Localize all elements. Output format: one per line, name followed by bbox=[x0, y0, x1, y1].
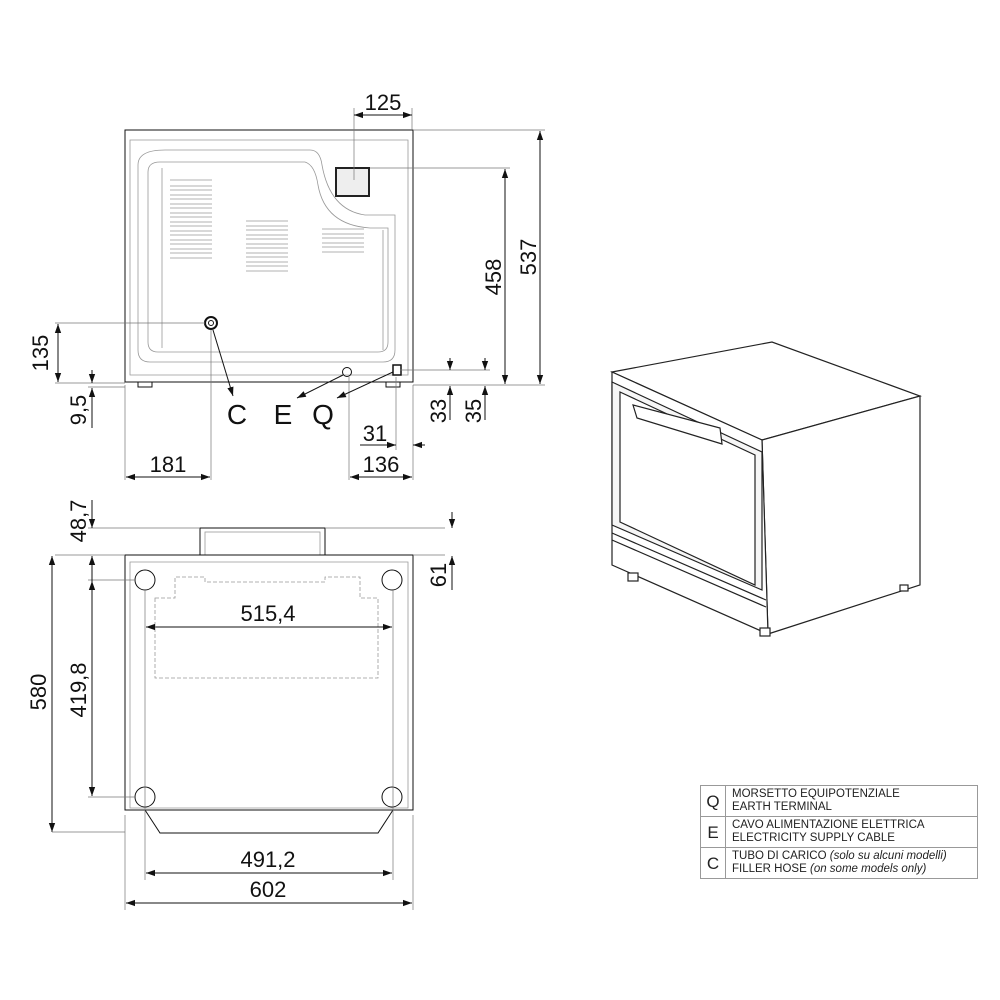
dim-458: 458 bbox=[481, 259, 506, 296]
dim-31: 31 bbox=[363, 421, 387, 446]
legend-key: Q bbox=[700, 785, 726, 817]
legend-key: C bbox=[700, 847, 726, 879]
dim-35: 35 bbox=[461, 399, 486, 423]
callout-q: Q bbox=[312, 399, 334, 430]
dim-491-2: 491,2 bbox=[240, 847, 295, 872]
dim-580: 580 bbox=[26, 674, 51, 711]
legend-text-it: MORSETTO EQUIPOTENZIALE bbox=[732, 788, 900, 800]
dim-9-5: 9,5 bbox=[66, 395, 91, 426]
dim-602: 602 bbox=[250, 877, 287, 902]
dim-48-7: 48,7 bbox=[66, 500, 91, 543]
supply-cable-outlet bbox=[342, 367, 352, 377]
legend-note-it: (solo su alcuni modelli) bbox=[829, 850, 947, 862]
callout-e: E bbox=[274, 399, 293, 430]
bottom-view: 48,7 61 515,4 580 419,8 491,2 602 bbox=[26, 500, 456, 910]
callout-c: C bbox=[227, 399, 247, 430]
legend-note-en: (on some models only) bbox=[809, 863, 927, 875]
filler-hose-connector bbox=[204, 316, 218, 330]
dim-181: 181 bbox=[150, 452, 187, 477]
dim-61: 61 bbox=[426, 563, 451, 587]
vent-slots bbox=[170, 179, 364, 272]
rear-view: 125 537 458 135 9,5 33 35 31 136 181 C E… bbox=[28, 90, 545, 481]
legend-text-it: TUBO DI CARICO bbox=[732, 850, 827, 862]
dim-419-8: 419,8 bbox=[66, 662, 91, 717]
isometric-view bbox=[610, 341, 922, 637]
legend-text-en: EARTH TERMINAL bbox=[732, 801, 832, 813]
dim-135: 135 bbox=[28, 335, 53, 372]
earth-terminal bbox=[392, 364, 402, 376]
legend-row-c: C TUBO DI CARICO (solo su alcuni modelli… bbox=[700, 847, 978, 879]
legend-key: E bbox=[700, 816, 726, 848]
legend-text-en: ELECTRICITY SUPPLY CABLE bbox=[732, 832, 895, 844]
dim-515-4: 515,4 bbox=[240, 601, 295, 626]
dim-33: 33 bbox=[426, 399, 451, 423]
dim-125: 125 bbox=[365, 90, 402, 115]
dim-537: 537 bbox=[516, 239, 541, 276]
legend-text-en: FILLER HOSE bbox=[732, 863, 807, 875]
dim-136: 136 bbox=[363, 452, 400, 477]
legend-text-it: CAVO ALIMENTAZIONE ELETTRICA bbox=[732, 819, 925, 831]
